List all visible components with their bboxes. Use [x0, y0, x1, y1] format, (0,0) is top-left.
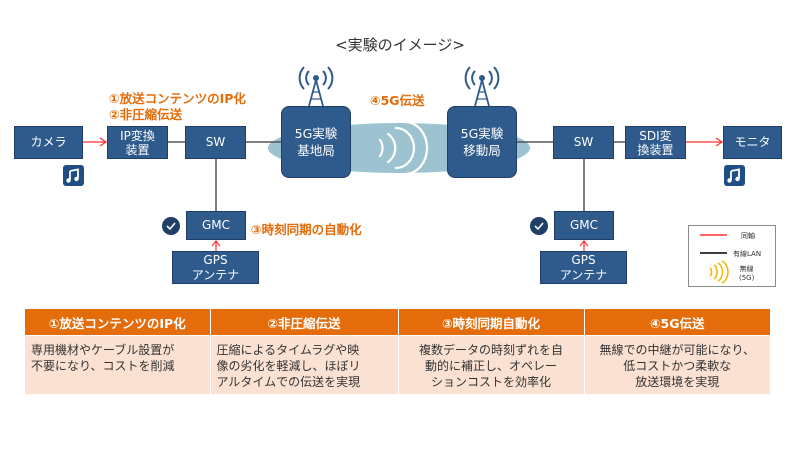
switch-left-node: SW	[185, 126, 246, 159]
coax-arrowhead	[99, 137, 108, 147]
ip-converter-node: IP変換 装置	[107, 126, 168, 159]
callout-uncompressed: ②非圧縮伝送	[109, 107, 183, 122]
legend-lan-label: 有線LAN	[733, 250, 762, 258]
coax-arrowhead	[715, 137, 724, 147]
table-header-ip-content: ①放送コンテンツのIP化	[25, 309, 211, 336]
legend-swatches	[700, 234, 729, 284]
switch-right-node: SW	[553, 126, 614, 159]
legend-wireless-swatch	[709, 260, 729, 284]
wireless-waves-icon	[378, 120, 429, 176]
diagram-title: <実験のイメージ>	[335, 36, 465, 54]
gmc-left-node: GMC	[186, 211, 246, 240]
sdi-converter-node: SDI変 換装置	[625, 126, 686, 159]
table-cell-ip-content: 専用機材やケーブル設置が 不要になり、コストを削減	[25, 335, 211, 394]
gps-antenna-left-node: GPS アンテナ	[172, 251, 259, 284]
gmc-right-node: GMC	[554, 211, 614, 240]
legend: 同軸 有線LAN 無線 (5G)	[688, 225, 776, 287]
table-cell-time-sync: 複数データの時刻ずれを自 動的に補正し、オペレー ションコストを効率化	[398, 335, 585, 394]
table-header-5g: ④5G伝送	[584, 309, 770, 336]
callout-time-sync: ③時刻同期の自動化	[251, 222, 362, 237]
callout-5g-transmission: ④5G伝送	[370, 93, 425, 108]
gps-antenna-right-node: GPS アンテナ	[540, 251, 627, 284]
table-header-time-sync: ③時刻同期自動化	[398, 309, 585, 336]
base-station-node: 5G実験 基地局	[281, 106, 351, 178]
callout-ip-content: ①放送コンテンツのIP化	[109, 91, 246, 106]
table-cell-uncompressed: 圧縮によるタイムラグや映 像の劣化を軽減し、ほぼリ アルタイムでの伝送を実現	[210, 335, 399, 394]
coax-arrowhead	[211, 240, 221, 247]
clock-icon	[530, 217, 548, 235]
benefits-table: ①放送コンテンツのIP化 ②非圧縮伝送 ③時刻同期自動化 ④5G伝送 専用機材や…	[25, 309, 770, 394]
antenna-tower-icon	[298, 66, 334, 107]
table-header-uncompressed: ②非圧縮伝送	[210, 309, 399, 336]
music-note-icon	[63, 165, 84, 186]
table-row: 専用機材やケーブル設置が 不要になり、コストを削減 圧縮によるタイムラグや映 像…	[25, 335, 770, 394]
monitor-node: モニタ	[723, 126, 782, 159]
clock-icon	[162, 217, 180, 235]
legend-wireless-label: 無線 (5G)	[739, 265, 755, 282]
camera-node: カメラ	[14, 126, 83, 159]
table-cell-5g: 無線での中継が可能になり、 低コストかつ柔軟な 放送環境を実現	[584, 335, 770, 394]
music-note-icon	[724, 165, 745, 186]
legend-coax-label: 同軸	[741, 232, 755, 240]
mobile-station-node: 5G実験 移動局	[447, 106, 517, 178]
coax-arrowhead	[579, 240, 589, 247]
table-header-row: ①放送コンテンツのIP化 ②非圧縮伝送 ③時刻同期自動化 ④5G伝送	[25, 309, 770, 336]
antenna-tower-icon	[464, 66, 500, 107]
